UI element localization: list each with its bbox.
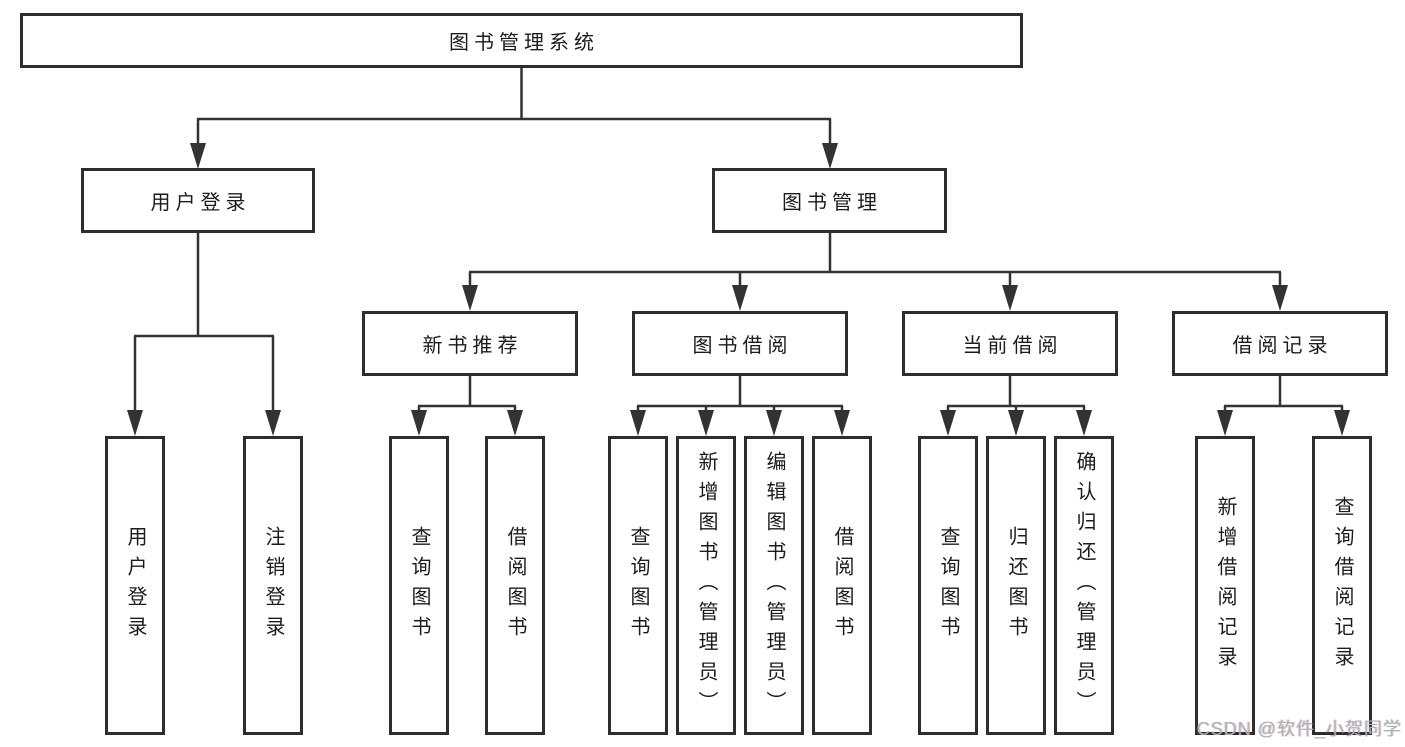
leaf-user-login: 用户登录 [105, 436, 165, 735]
node-new-book-recommend: 新书推荐 [362, 311, 578, 376]
leaf-search-book-recommend: 查询图书 [389, 436, 449, 735]
leaf-edit-book-admin: 编辑图书（管理员） [744, 436, 804, 735]
leaf-confirm-return-admin: 确认归还（管理员） [1054, 436, 1114, 735]
leaf-borrow-book: 借阅图书 [812, 436, 872, 735]
leaf-return-book: 归还图书 [986, 436, 1046, 735]
node-user-login: 用户登录 [81, 168, 315, 233]
node-book-borrow: 图书借阅 [632, 311, 848, 376]
csdn-watermark: CSDN @软件_小贺同学 [1196, 719, 1402, 739]
leaf-add-borrow-record: 新增借阅记录 [1195, 436, 1255, 735]
leaf-search-borrow-record: 查询借阅记录 [1312, 436, 1372, 735]
leaf-search-book-current: 查询图书 [918, 436, 978, 735]
node-borrow-records: 借阅记录 [1172, 311, 1388, 376]
leaf-search-book-borrow: 查询图书 [608, 436, 668, 735]
node-root: 图书管理系统 [20, 13, 1023, 68]
node-current-borrow: 当前借阅 [902, 311, 1118, 376]
leaf-add-book-admin: 新增图书（管理员） [676, 436, 736, 735]
leaf-logout: 注销登录 [243, 436, 303, 735]
node-book-management: 图书管理 [712, 168, 947, 233]
leaf-borrow-book-recommend: 借阅图书 [485, 436, 545, 735]
